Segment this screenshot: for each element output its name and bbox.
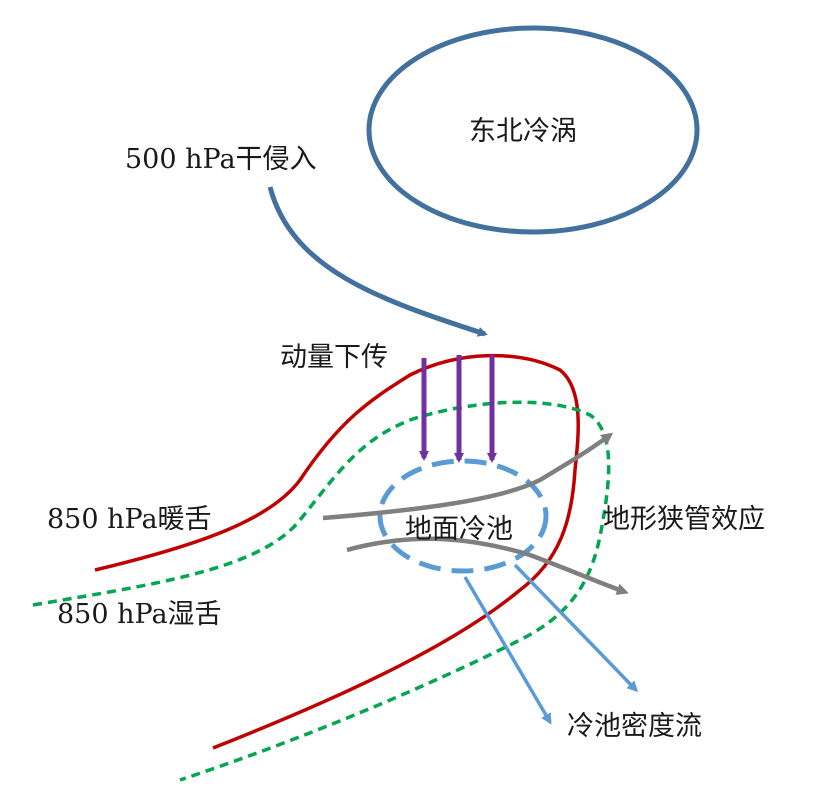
- dry-intrusion-arrow: [267, 186, 488, 337]
- density-current-label: 冷池密度流: [567, 711, 702, 742]
- terrain-flow-arrow-lower: [346, 536, 629, 595]
- warm-tongue-line: [94, 353, 580, 750]
- cold-pool-ellipse: [377, 458, 549, 574]
- momentum-downward-label: 动量下传: [280, 342, 388, 373]
- terrain-effect-label: 地形狭管效应: [603, 504, 765, 535]
- density-current-arrow-1: [463, 576, 552, 725]
- terrain-flow-arrow-upper: [322, 432, 614, 521]
- cold-pool-label: 地面冷池: [405, 514, 513, 545]
- density-current-arrow-2: [513, 563, 639, 693]
- cold-vortex-label: 东北冷涡: [469, 116, 577, 147]
- dry-intrusion-label: 500 hPa干侵入: [125, 144, 317, 175]
- warm-tongue-label: 850 hPa暖舌: [47, 504, 212, 535]
- cold-vortex-ellipse: [366, 25, 700, 235]
- wet-tongue-label: 850 hPa湿舌: [57, 599, 222, 630]
- wet-tongue-line: [32, 400, 611, 782]
